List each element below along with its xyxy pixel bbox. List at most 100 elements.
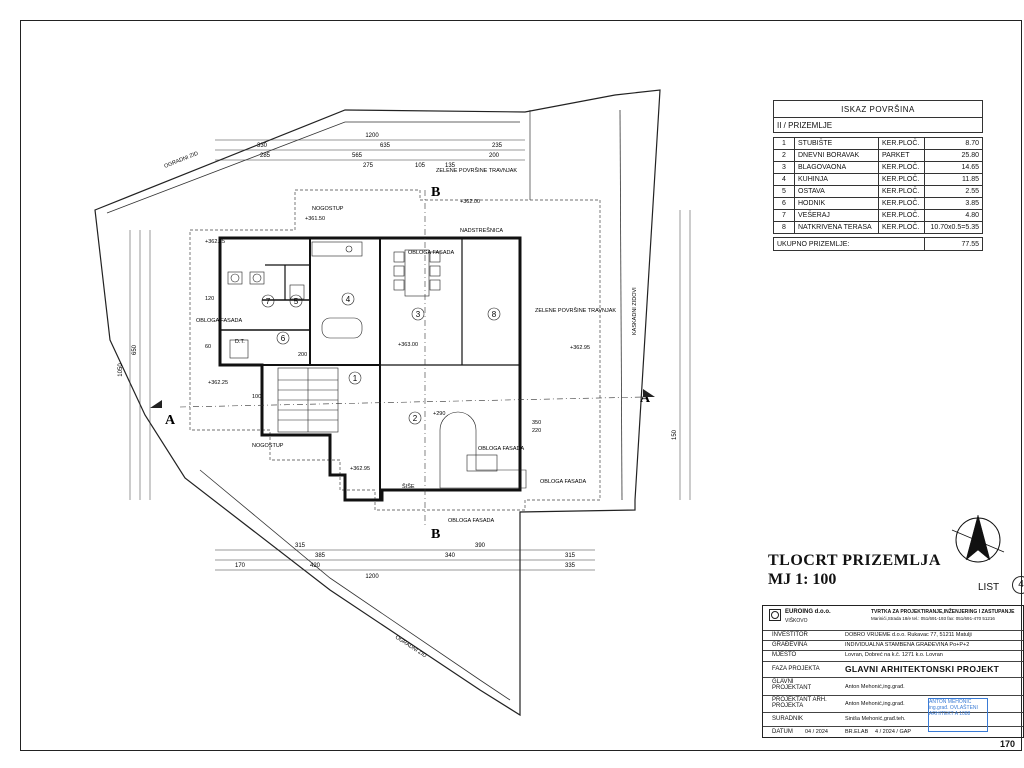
dim-390: 390 (475, 543, 486, 549)
section-a-left: A (165, 413, 176, 428)
kitchen-island (311, 241, 363, 339)
staircase (277, 367, 339, 433)
dim-385: 385 (315, 553, 326, 559)
date-label: DATUM (772, 729, 793, 735)
dim-1050: 1050 (118, 363, 124, 377)
arch-designer-label: PROJEKTANT ARH. PROJEKTA (772, 697, 827, 709)
green-top-label: ZELENE POVRŠINE TRAVNJAK (436, 167, 517, 174)
investor-value: DOBRO VRIJEME d.o.o. Rukavac 77, 51211 M… (845, 632, 972, 638)
dim-315-b: 315 (565, 553, 576, 559)
dining-table (393, 249, 441, 297)
phase-value: GLAVNI ARHITEKTONSKI PROJEKT (845, 664, 1000, 674)
svg-text:4: 4 (346, 295, 351, 304)
architect-stamp: ANTON MEHONIĆ ing.građ. OVLAŠTENI ARHITE… (928, 698, 988, 732)
step-top-label: NOGOSTUP (312, 206, 344, 212)
section-lines (179, 190, 646, 525)
svg-text:2: 2 (413, 414, 418, 423)
cascade-wall-line (619, 109, 623, 501)
firm-address: Marinići,Strada 18/e tel.: 051/691-193 f… (871, 616, 995, 621)
area-table-section: II / PRIZEMLJE (773, 117, 983, 133)
cladding-label-4: OBLOGA FASADA (540, 479, 586, 485)
plan-title: TLOCRT PRIZEMLJA (768, 552, 941, 569)
dim-105: 105 (415, 163, 426, 169)
cladding-label-3: OBLOGA FASADA (478, 446, 524, 452)
associate-value: Siniša Mehonić,građ.teh. (845, 716, 906, 722)
dim-200: 200 (489, 153, 500, 159)
dim-150-right: 150 (672, 429, 678, 440)
dim-135: 135 (445, 163, 456, 169)
svg-text:8: 8 (492, 310, 497, 319)
north-arrow-icon (951, 514, 1005, 563)
canopy-label: NADSTREŠNICA (460, 227, 503, 234)
cladding-label-5: OBLOGA FASADA (448, 518, 494, 524)
level-290: +290 (433, 411, 445, 417)
window-dim-120: 120 (205, 296, 214, 302)
room-numbers: 1 2 3 4 5 6 7 8 (261, 292, 501, 425)
arch-designer-value: Anton Mehonić,ing.građ. (845, 701, 905, 707)
plot-boundary (94, 89, 661, 717)
dim-235: 235 (492, 143, 503, 149)
plan-scale: MJ 1: 100 (768, 571, 837, 588)
investor-label: INVESTITOR (772, 632, 808, 638)
green-right-label: ZELENE POVRŠINE TRAVNJAK (535, 307, 616, 314)
dim-335: 335 (565, 563, 576, 569)
step-bottom-label: NOGOSTUP (252, 443, 284, 449)
firm-description: TVRTKA ZA PROJEKTIRANJE,INŽENJERING I ZA… (871, 609, 1015, 615)
dim-340: 340 (445, 553, 456, 559)
house-walls (218, 236, 522, 502)
left-dimensions (129, 230, 151, 500)
area-total-row: UKUPNO PRIZEMLJE:77.55 (772, 237, 983, 251)
page-number: 170 (1000, 739, 1016, 749)
dim-420: 420 (310, 563, 321, 569)
dim-total-bottom: 1200 (365, 574, 379, 580)
cascade-wall-label: KASKADNI ZIDOVI (632, 287, 638, 335)
phase-label: FAZA PROJEKTA (772, 666, 820, 672)
svg-text:1: 1 (353, 374, 358, 383)
area-table-title: ISKAZ POVRŠINA (773, 100, 983, 118)
title-stamp: EUROING d.o.o. VIŠKOVO TVRTKA ZA PROJEKT… (762, 605, 1024, 738)
door-dim-200: 200 (298, 352, 307, 358)
chief-designer-value: Anton Mehonić,ing.građ. (845, 684, 905, 690)
place-value: Lovran, Dobreć na k.č. 1271 k.o. Lovran (845, 652, 943, 658)
section-a-right: A (640, 391, 651, 406)
drawing-frame (20, 20, 1022, 751)
section-b-bottom: B (431, 527, 440, 542)
shed-label: ŠIŠE (402, 483, 415, 490)
svg-text:3: 3 (416, 310, 421, 319)
sheet-label: LIST (978, 582, 1000, 593)
level-363-00: +363.00 (398, 342, 418, 348)
dim-330: 330 (257, 143, 268, 149)
level-362-95-b: +362.95 (350, 466, 370, 472)
dim-565: 565 (352, 153, 363, 159)
dim-275: 275 (363, 163, 374, 169)
laundry-fixtures (227, 271, 305, 359)
dim-total-top: 1200 (365, 133, 379, 139)
chief-designer-label: GLAVNI PROJEKTANT (772, 679, 812, 691)
associate-label: SURADNIK (772, 716, 804, 722)
dim-635: 635 (380, 143, 391, 149)
elab-value: 4 / 2024 / GAP (875, 729, 912, 735)
fence-bottom-label: OGRADNI ZID (394, 635, 428, 660)
cladding-label-1: OBLOGA FASADA (196, 318, 242, 324)
cladding-label-2: OBLOGA FASADA (408, 250, 454, 256)
level-362-00: +362.00 (460, 199, 480, 205)
place-label: MJESTO (772, 652, 797, 658)
firm-name: EUROING d.o.o. (785, 609, 831, 615)
firm-logo-icon (769, 609, 781, 621)
svg-text:5: 5 (294, 297, 299, 306)
fence-top-label: OGRADNI ZID (164, 151, 200, 170)
fence-wall-bottom (199, 469, 511, 701)
sofa (439, 411, 527, 489)
svg-text:6: 6 (281, 334, 286, 343)
section-b-top: B (431, 185, 440, 200)
dim-650: 650 (132, 344, 138, 355)
level-362-25-b: +362.25 (208, 380, 228, 386)
